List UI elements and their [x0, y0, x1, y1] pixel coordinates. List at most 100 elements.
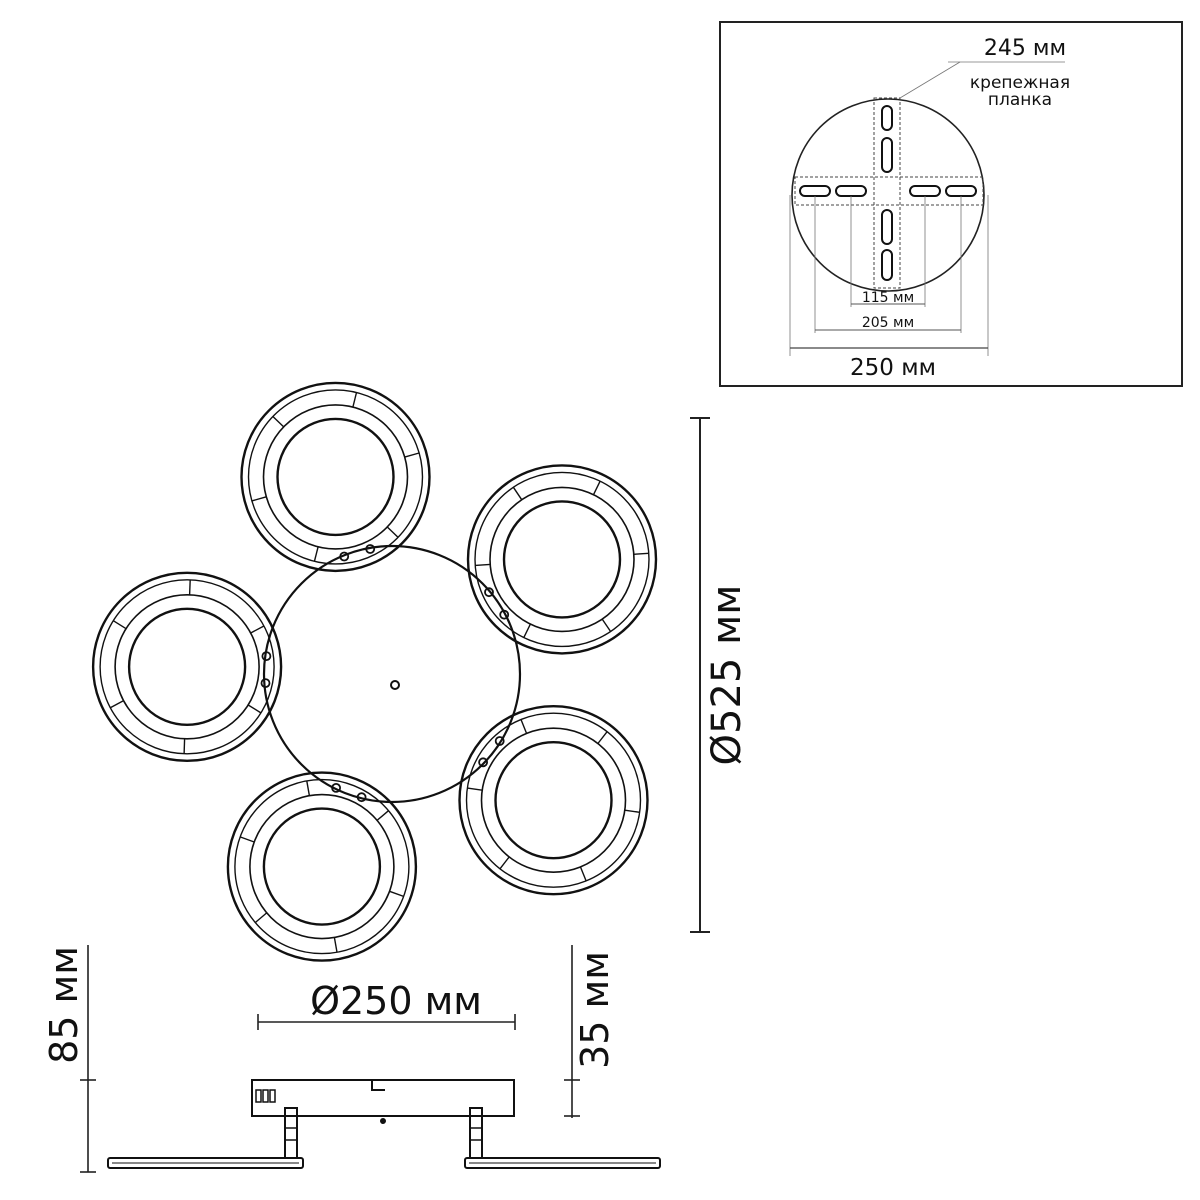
ring-notch: [188, 579, 191, 595]
ring-notch: [579, 866, 587, 882]
slot: [881, 105, 893, 131]
dim-label-525: Ø525 мм: [704, 585, 750, 766]
ring-notch: [250, 625, 265, 634]
side-view: Ø250 мм 85 мм 35 мм: [42, 945, 661, 1173]
dim-label-245: 245 мм: [984, 36, 1066, 61]
ring-screw: [478, 757, 489, 768]
ring-notch: [109, 699, 124, 709]
slot: [945, 185, 977, 197]
ring-notch: [597, 731, 608, 744]
ring-notch: [183, 738, 186, 754]
ring-notch: [386, 526, 399, 538]
mount-plate-label-line: планка: [988, 90, 1052, 110]
ring-screw: [356, 792, 367, 803]
ring-screw: [339, 551, 350, 562]
plate-vertical-bar: [873, 97, 901, 289]
ring-outline: [458, 705, 649, 896]
ring-outline: [276, 417, 395, 537]
dim-label-250-plate: 250 мм: [850, 355, 936, 381]
ring-outline: [502, 500, 622, 619]
ring-notch: [475, 563, 491, 567]
ring-outline: [262, 404, 409, 550]
ring-plate-left: [107, 1157, 304, 1169]
canopy-screw: [380, 1118, 386, 1124]
ring-notch: [523, 623, 532, 638]
dim-label-35: 35 мм: [573, 951, 617, 1069]
central-frame-circle: [262, 544, 522, 804]
ring-outline: [474, 471, 650, 648]
ring-plate-right: [464, 1157, 661, 1169]
ring-notch: [254, 912, 268, 924]
ring-notch: [112, 620, 127, 630]
ring-screw: [365, 544, 376, 554]
lamp-ring: [226, 771, 418, 962]
ring-notch: [376, 810, 389, 821]
ring-outline: [91, 571, 283, 762]
ring-notch: [272, 415, 285, 428]
ring-notch: [520, 719, 528, 734]
slot: [881, 209, 893, 245]
ring-screw: [499, 609, 510, 620]
inset-frame: [719, 21, 1183, 387]
mount-plate-label-line: крепежная: [970, 73, 1070, 93]
top-view: Ø525 мм: [91, 381, 750, 962]
terminal: [269, 1089, 276, 1103]
ring-notch: [239, 836, 255, 843]
dim-label-250-base: Ø250 мм: [310, 979, 482, 1023]
ring-outline: [127, 607, 247, 726]
ring-notch: [404, 452, 420, 458]
ring-screw: [494, 736, 505, 746]
ring-outline: [240, 381, 431, 573]
canopy-body: [251, 1079, 515, 1117]
leader-line: [899, 61, 961, 99]
terminal: [262, 1089, 269, 1103]
ring-notch: [499, 856, 510, 870]
slot: [881, 249, 893, 281]
ring-outline: [465, 712, 642, 888]
dim-label-85: 85 мм: [42, 946, 86, 1064]
ring-notch: [592, 480, 601, 496]
slot: [835, 185, 867, 197]
ring-screw: [331, 783, 342, 793]
ring-notch: [313, 546, 319, 562]
ring-screw: [261, 651, 272, 661]
ring-outline: [480, 727, 627, 874]
ring-outline: [489, 486, 635, 633]
terminal: [255, 1089, 262, 1103]
lamp-ring: [466, 464, 658, 655]
ring-notch: [512, 486, 523, 501]
ring-notch: [352, 392, 358, 408]
extension-lines: [789, 195, 989, 356]
ring-screw: [260, 678, 271, 688]
ring-outline: [247, 389, 424, 565]
slot: [909, 185, 941, 197]
dim-label-205: 205 мм: [862, 315, 914, 331]
ring-notch: [247, 704, 262, 714]
lamp-ring: [91, 571, 283, 762]
ring-outline: [466, 464, 658, 655]
ring-notch: [306, 780, 311, 796]
ring-outline: [226, 771, 418, 962]
slot: [799, 185, 831, 197]
ring-outline: [99, 579, 275, 755]
ring-outline: [234, 778, 410, 955]
ring-notch: [624, 809, 640, 813]
ring-group: [91, 381, 658, 962]
ring-notch: [467, 787, 483, 791]
ring-notch: [601, 618, 612, 632]
canopy-notch: [371, 1080, 385, 1091]
lamp-ring: [458, 705, 649, 896]
slot: [881, 137, 893, 173]
plate-horizontal-bar: [794, 176, 984, 206]
ring-outline: [114, 593, 260, 740]
ring-notch: [633, 552, 649, 555]
lamp-ring: [240, 381, 431, 573]
ring-outline: [494, 741, 613, 860]
ring-outline: [262, 807, 382, 926]
ring-notch: [389, 890, 404, 898]
ring-outline: [249, 793, 395, 940]
center-screw: [390, 680, 400, 690]
